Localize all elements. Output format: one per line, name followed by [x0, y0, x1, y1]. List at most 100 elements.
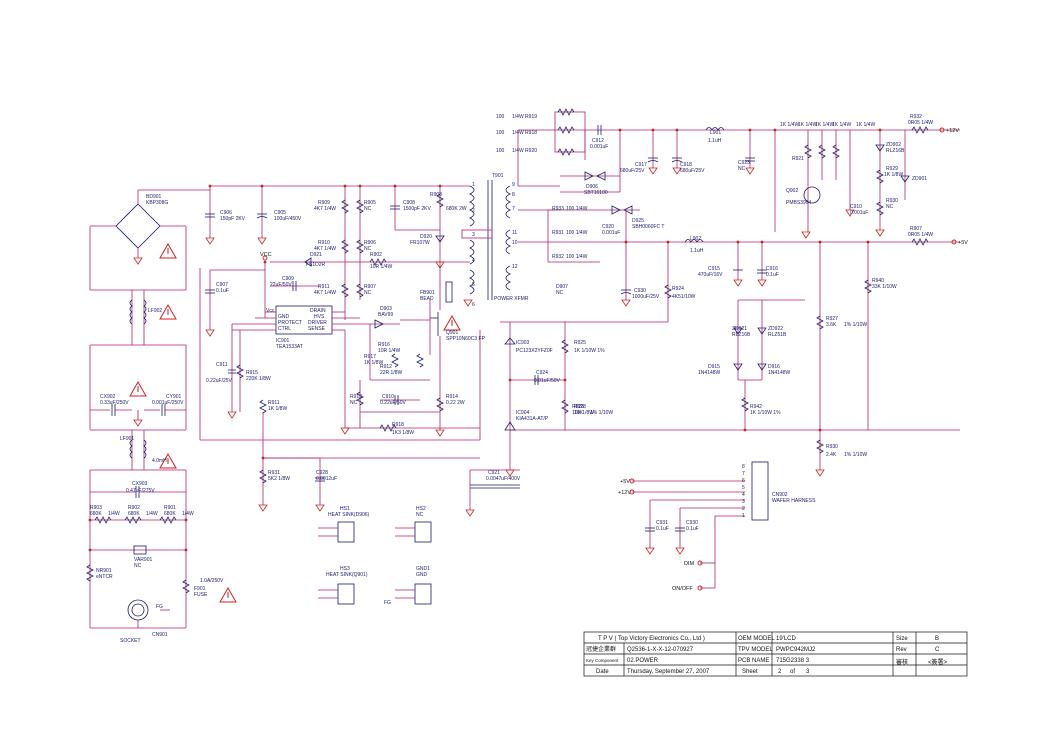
label-c918: C918 [680, 162, 692, 168]
label-hs-fg: FG [384, 600, 391, 606]
label-c908-val: 1500pF 2KV [403, 206, 431, 212]
label-r927-pwr: 1% 1/10W [844, 322, 867, 328]
controller-section [199, 185, 481, 505]
label-r914-val: 0.22 2W [446, 400, 465, 406]
label-c930-val: 1000uF/25V [632, 294, 660, 300]
label-r908: R908 [430, 192, 442, 198]
label-r920-val: 100 [496, 148, 505, 154]
label-d903-val: BAV99 [378, 312, 393, 318]
ic901-pin-sense: SENSE [308, 326, 326, 332]
label-r926: R926 [572, 404, 584, 410]
label-c928: C928 [316, 470, 328, 476]
t901-pin-4: 4 [472, 258, 475, 264]
label-r924: R924 [672, 286, 684, 292]
label-r901-ref: R901 [164, 505, 176, 511]
title-r3c7: 3 [806, 669, 810, 675]
label-cx903-val: 0.47uF/275V [126, 488, 155, 494]
title-stamp2: <簽署> [928, 658, 948, 666]
label-r925: R925 [574, 340, 586, 346]
title-r3c6: of [790, 669, 795, 675]
label-harness-5v: +5V [620, 479, 630, 485]
label-cy901-ref: CY901 [166, 394, 182, 400]
label-hs3-val: HEAT SINK(Q901) [326, 572, 368, 578]
t901-pin-5: 5 [472, 282, 475, 288]
label-hs2: HS2 [416, 506, 426, 512]
label-r903-pwr: 1/4W [108, 511, 120, 517]
label-zd902-val: RLZ16B [886, 148, 905, 154]
label-r927-val: 3.6K [826, 322, 837, 328]
label-c920: C920 [602, 224, 614, 230]
title-r3c0: Date [596, 669, 609, 675]
label-c908: C908 [403, 200, 415, 206]
title-r2c2: TPV MODEL [738, 647, 773, 653]
label-r907b: R907 [910, 226, 922, 232]
ic901-pin-protect: PROTECT [278, 320, 302, 326]
label-c907-val: 0.1uF [216, 288, 229, 294]
label-r909-val: 4K7 1/4W [314, 206, 336, 212]
label-r931: R931 [268, 470, 280, 476]
label-c921-val: 0.0047uF/400V [486, 476, 521, 482]
warning-icon [129, 242, 461, 603]
label-ic904: IC904 [516, 410, 530, 416]
label-cn902: CN902 [772, 492, 788, 498]
label-r915-val: 220K 1/8W [246, 376, 271, 382]
label-r917-val: 1K 1/8W [364, 360, 383, 366]
label-r911: R911 [318, 284, 330, 290]
title-r1c5: B [935, 636, 939, 642]
label-r9top-4: 1K 1/4W [832, 122, 851, 128]
label-r930b-val: 2.4K [826, 452, 837, 458]
label-r918b-val: 100 [496, 130, 505, 136]
label-r906-val: NC [364, 246, 372, 252]
label-r930b: R930 [826, 444, 838, 450]
label-r910-val: 4K7 1/4W [314, 246, 336, 252]
label-c905-val: 100uF/450V [274, 216, 302, 222]
label-c906-val: 150pF 2KV [220, 216, 246, 222]
label-r933-val: 100 1/4W [566, 206, 588, 212]
label-d920-val: FR107W [410, 240, 430, 246]
label-r920-ref: 1/4W R920 [512, 148, 537, 154]
label-c918-val: 680uF/25V [680, 168, 705, 174]
label-r919-val: 100 [496, 114, 505, 120]
cn902-pin-5: 5 [742, 485, 745, 491]
ic901-pin-hvs: HVS [314, 314, 325, 320]
label-r903-ref: R903 [90, 505, 102, 511]
label-cx902-val: 0.33uF/250V [100, 400, 129, 406]
label-r940-val: 33K 1/10W [872, 284, 897, 290]
label-cy901-val: 0.001uF/250V [152, 400, 184, 406]
title-r1c3: 19'LCD [776, 636, 796, 642]
output-terminals[interactable] [262, 127, 957, 591]
label-c910b-val: 0.001uF [850, 210, 868, 216]
label-t901-val: POWER XFMR [494, 296, 529, 302]
t901-pin-12: 12 [512, 264, 518, 270]
label-bd901-val: KBP308G [146, 200, 168, 206]
label-r929-val: 1K 1/8W [884, 172, 903, 178]
label-r911b-val: 1K 1/8W [268, 406, 287, 412]
label-r914: R914 [446, 394, 458, 400]
label-c928-val: 0.0012uF [316, 476, 337, 482]
label-d906: D906 [586, 184, 598, 190]
label-r903-val: 680K [90, 511, 102, 517]
label-c912: C912 [592, 138, 604, 144]
cn902-pin-1: 1 [742, 513, 745, 519]
title-r2c4: Rev [896, 647, 907, 653]
title-r1c4: Size [896, 636, 908, 642]
label-r915: R915 [246, 370, 258, 376]
label-r916-val: 10R 1/4W [378, 348, 401, 354]
label-r910: R910 [318, 240, 330, 246]
label-c915: C915 [708, 266, 720, 272]
label-r925-val: 1K 1/10W 1% [574, 348, 605, 354]
label-zd901: ZD901 [912, 176, 927, 182]
label-r933: R933 [552, 206, 564, 212]
label-c923: C923 [738, 160, 750, 166]
label-d925-val: SBH0060FC T [632, 224, 664, 230]
label-d907-val: NC [556, 290, 564, 296]
label-zd922-val: RLZ51B [768, 332, 787, 338]
label-r9top-1: 1K 1/4W [780, 122, 799, 128]
label-lf901-ref: LF901 [120, 436, 134, 442]
label-ic903: IC903 [516, 340, 530, 346]
title-stamp1: 審核 [896, 658, 908, 666]
label-ic901-val: TEA1533AT [276, 344, 303, 350]
label-r926-val: 10K 1/8W [572, 410, 594, 416]
label-r919-ref: 1/4W R919 [512, 114, 537, 120]
label-r932b-val: 0R05 1/4W [908, 120, 933, 126]
